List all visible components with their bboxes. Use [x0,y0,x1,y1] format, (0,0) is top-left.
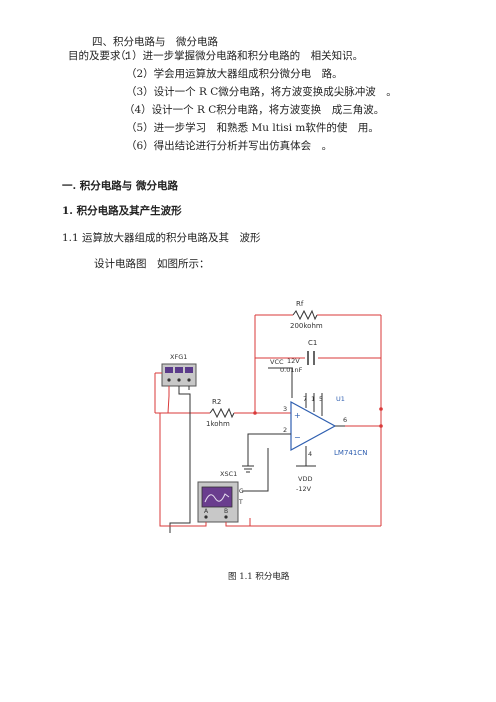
junction-dot [379,424,383,428]
sub-heading: 1.1 运算放大器组成的积分电路及其 波形 [62,232,261,244]
heading-2: 1. 积分电路及其产生波形 [62,205,182,217]
ground-symbol [242,433,280,473]
heading-1: 一. 积分电路与 微分电路 [62,180,178,192]
opamp-plus: + [294,411,301,420]
integrator-circuit-diagram: Rf 200kohm C1 12V 0.01nF VCC XFG1 [154,300,383,533]
feedback-wires [249,314,382,527]
opamp-model: LM741CN [334,449,367,457]
c1-voltage: 12V [287,357,300,365]
goal-item: （1）进一步掌握微分电路和积分电路的 相关知识。 [115,50,364,62]
goal-prefix: 目的及要求 ： [68,50,135,62]
opamp-u1: + − 3 2 7 1 5 4 6 U1 LM741CN [280,393,367,466]
goal-item: （6）得出结论进行分析并写出仿真体会 。 [126,140,333,152]
pin-6: 6 [343,416,347,424]
scope-a: A [204,508,209,515]
goal-item: （4）设计一个 R C积分电路，将方波变换 成三角波。 [124,104,385,116]
vcc-supply: VCC [268,358,293,398]
pin-4: 4 [308,450,312,458]
rf-label: Rf [296,300,304,308]
c1-label: C1 [308,339,317,347]
junction-dot [253,411,257,415]
resistor-r2: R2 1kohm [206,398,291,428]
capacitor-c1: C1 12V 0.01nF [280,339,317,374]
oscilloscope-xsc1: XSC1 A B G T [197,470,244,523]
xsc-label: XSC1 [220,470,237,478]
vdd-supply: VDD -12V [296,465,316,493]
opamp-minus: − [294,433,301,442]
figure-caption: 图 1.1 积分电路 [228,572,290,582]
pin-7: 7 [303,395,307,403]
goal-item: （3）设计一个 R C微分电路，将方波变换成尖脉冲波 。 [126,86,397,98]
design-text: 设计电路图 如图所示： [94,258,210,270]
u1-label: U1 [336,395,345,403]
function-generator-xfg1: XFG1 [161,353,197,387]
rf-resistor: Rf 200kohm [290,300,323,330]
vdd-value: -12V [296,485,312,493]
pin-3: 3 [283,405,287,413]
pin-5: 5 [319,395,323,403]
vcc-label: VCC [270,358,284,366]
rf-value: 200kohm [290,322,323,330]
r2-label: R2 [212,398,221,406]
scope-g: G [239,488,244,495]
scope-b: B [224,508,228,515]
input-wires [154,372,210,533]
goal-item: （5）进一步学习 和熟悉 Mu ltisi m软件的使 用。 [126,122,379,134]
scope-t: T [238,499,243,506]
c1-value: 0.01nF [280,366,303,374]
r2-value: 1kohm [206,420,230,428]
pin-2: 2 [283,426,287,434]
section-title: 四、积分电路与 微分电路 [92,36,218,48]
pin-1: 1 [311,395,315,403]
junction-dot [379,407,383,411]
goal-item: （2）学会用运算放大器组成积分微分电 路。 [126,68,343,80]
scope-wires [159,413,269,527]
xfg-label: XFG1 [170,353,187,361]
vdd-label: VDD [298,475,312,483]
